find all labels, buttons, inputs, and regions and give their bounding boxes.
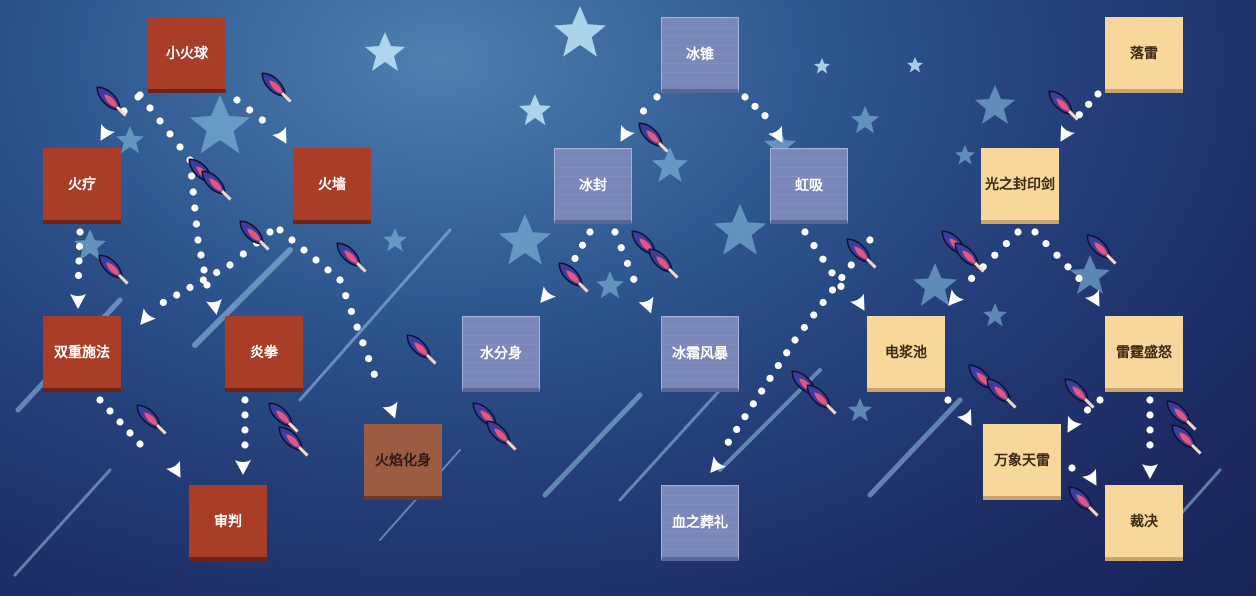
skill-node-flame-fist[interactable]: 炎拳 <box>225 316 303 392</box>
skill-label: 万象天雷 <box>994 453 1050 469</box>
skill-node-double-cast[interactable]: 双重施法 <box>43 316 121 392</box>
skill-node-fireball[interactable]: 小火球 <box>148 17 226 93</box>
skill-label: 电浆池 <box>885 345 927 361</box>
skill-label: 冰锥 <box>686 46 714 63</box>
skill-label: 炎拳 <box>250 345 278 361</box>
skill-label: 冰封 <box>579 177 607 194</box>
skill-node-rainbow-drain[interactable]: 虹吸 <box>770 148 848 224</box>
skill-label: 血之葬礼 <box>672 514 728 531</box>
skill-node-blood-funeral[interactable]: 血之葬礼 <box>661 485 739 561</box>
skill-label: 审判 <box>214 514 242 530</box>
skill-node-thunder-fury[interactable]: 雷霆盛怒 <box>1105 316 1183 392</box>
skill-node-flame-avatar[interactable]: 火焰化身 <box>364 424 442 500</box>
skill-label: 虹吸 <box>795 177 823 194</box>
skill-label: 小火球 <box>166 46 208 62</box>
skill-label: 火墙 <box>318 177 346 193</box>
skill-label: 雷霆盛怒 <box>1116 345 1172 361</box>
skill-node-plasma-pool[interactable]: 电浆池 <box>867 316 945 392</box>
skill-label: 水分身 <box>480 345 522 362</box>
skill-node-ice-cone[interactable]: 冰锥 <box>661 17 739 93</box>
skill-label: 火疗 <box>68 177 96 193</box>
skill-node-fire-wall[interactable]: 火墙 <box>293 148 371 224</box>
skill-label: 裁决 <box>1130 514 1158 530</box>
skill-node-ice-seal[interactable]: 冰封 <box>554 148 632 224</box>
skill-label: 落雷 <box>1130 46 1158 62</box>
skill-node-water-clone[interactable]: 水分身 <box>462 316 540 392</box>
skill-label: 冰霜风暴 <box>672 345 728 362</box>
skill-node-frost-storm[interactable]: 冰霜风暴 <box>661 316 739 392</box>
skill-node-myriad-thunder[interactable]: 万象天雷 <box>983 424 1061 500</box>
skill-label: 火焰化身 <box>375 453 431 469</box>
skill-node-verdict[interactable]: 裁决 <box>1105 485 1183 561</box>
skill-node-falling-thunder[interactable]: 落雷 <box>1105 17 1183 93</box>
skill-node-fire-heal[interactable]: 火疗 <box>43 148 121 224</box>
skill-node-judgment[interactable]: 审判 <box>189 485 267 561</box>
skill-label: 光之封印剑 <box>985 177 1055 193</box>
skill-node-light-seal-sword[interactable]: 光之封印剑 <box>981 148 1059 224</box>
skill-label: 双重施法 <box>54 345 110 361</box>
